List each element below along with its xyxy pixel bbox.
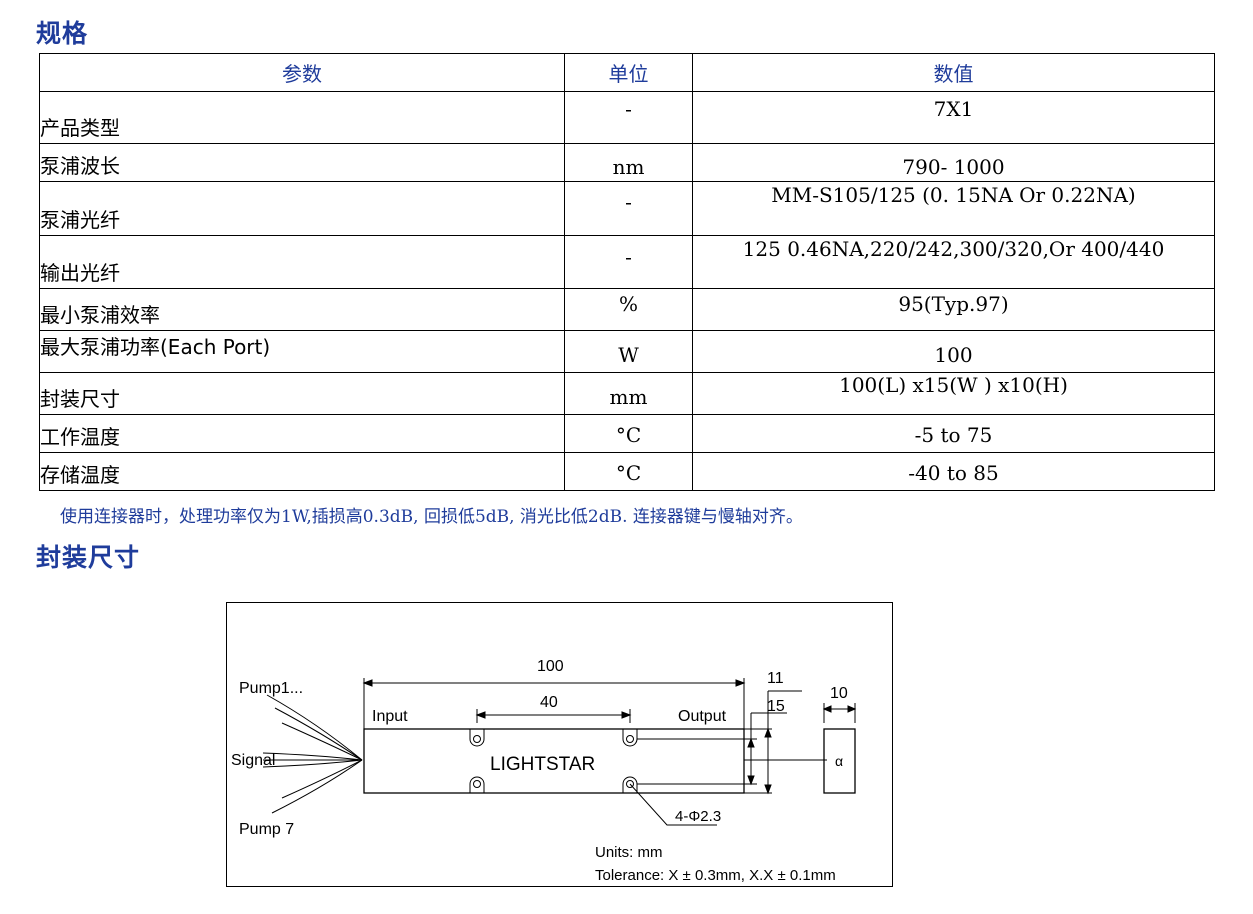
unit-text: - [625, 190, 632, 214]
param-text: 泵浦波长 [40, 154, 121, 178]
param-text: 最小泵浦效率 [40, 303, 161, 327]
value-text: 125 0.46NA,220/242,300/320,Or 400/440 [742, 237, 1165, 261]
param-text: 最大泵浦功率(Each Port) [40, 335, 271, 359]
param-cell: 最小泵浦效率 [39, 288, 565, 331]
param-cell: 输出光纤 [39, 235, 565, 289]
pump-bottom-label: Pump 7 [239, 821, 294, 838]
table-row: 泵浦波长 nm 790- 1000 [39, 143, 1215, 182]
unit-text: - [625, 97, 632, 121]
table-row: 输出光纤 - 125 0.46NA,220/242,300/320,Or 400… [39, 235, 1215, 289]
param-cell: 最大泵浦功率(Each Port) [39, 330, 565, 373]
value-cell: 95(Typ.97) [692, 288, 1215, 331]
unit-text: nm [612, 155, 645, 179]
dimension-section-title: 封装尺寸 [36, 543, 141, 572]
package-dimension-drawing: Pump1... Signal Pump 7 Input Output LIGH… [226, 602, 893, 887]
param-text: 泵浦光纤 [40, 208, 121, 232]
unit-text: - [625, 245, 632, 269]
brand-label: LIGHTSTAR [490, 754, 595, 775]
table-row: 存储温度 °C -40 to 85 [39, 452, 1215, 491]
value-text: 95(Typ.97) [898, 292, 1009, 316]
param-cell: 泵浦光纤 [39, 181, 565, 236]
dim-hole-spacing-lines [475, 709, 632, 723]
header-value: 数值 [692, 53, 1215, 92]
value-cell: 125 0.46NA,220/242,300/320,Or 400/440 [692, 235, 1215, 289]
table-row: 泵浦光纤 - MM-S105/125 (0. 15NA Or 0.22NA) [39, 181, 1215, 236]
pump-fibers [262, 694, 363, 814]
dim-10-label: 10 [830, 685, 848, 702]
unit-text: °C [615, 423, 642, 447]
input-label: Input [372, 708, 408, 725]
unit-cell: nm [564, 143, 693, 182]
side-mark-label: α [835, 753, 843, 769]
param-cell: 存储温度 [39, 452, 565, 491]
spec-table: 参数 单位 数值 产品类型 - 7X1 泵浦波长 nm 790- 1000 泵浦… [39, 53, 1215, 491]
mounting-holes [469, 729, 638, 793]
header-unit: 单位 [564, 53, 693, 92]
param-text: 存储温度 [40, 463, 121, 487]
value-cell: -40 to 85 [692, 452, 1215, 491]
unit-cell: - [564, 181, 693, 236]
unit-text: mm [609, 385, 648, 409]
value-text: 100 [934, 343, 973, 367]
dim-length-lines [362, 678, 746, 729]
table-row: 工作温度 °C -5 to 75 [39, 414, 1215, 453]
hole-leader-line [629, 783, 717, 826]
table-header-row: 参数 单位 数值 [39, 53, 1215, 92]
param-text: 封装尺寸 [40, 387, 121, 411]
value-text: -40 to 85 [908, 461, 999, 485]
unit-cell: % [564, 288, 693, 331]
value-text: 7X1 [933, 97, 974, 121]
value-cell: 100 [692, 330, 1215, 373]
param-cell: 泵浦波长 [39, 143, 565, 182]
dim-hole-spacing-label: 40 [540, 694, 558, 711]
dim-height-lines [637, 690, 802, 795]
unit-cell: mm [564, 372, 693, 415]
table-row: 最小泵浦效率 % 95(Typ.97) [39, 288, 1215, 331]
dim-width-lines [822, 703, 857, 723]
param-cell: 工作温度 [39, 414, 565, 453]
param-text: 产品类型 [40, 116, 121, 140]
unit-text: % [618, 292, 638, 316]
unit-cell: °C [564, 452, 693, 491]
value-text: -5 to 75 [914, 423, 993, 447]
dim-11-label: 11 [767, 670, 784, 687]
table-row: 最大泵浦功率(Each Port) W 100 [39, 330, 1215, 373]
spec-section-title: 规格 [36, 19, 89, 48]
dim-15-label: 15 [767, 698, 785, 715]
unit-cell: °C [564, 414, 693, 453]
unit-text: °C [615, 461, 642, 485]
signal-label: Signal [231, 752, 275, 769]
param-text: 工作温度 [40, 425, 121, 449]
table-row: 封装尺寸 mm 100(L) x15(W ) x10(H) [39, 372, 1215, 415]
dim-length-label: 100 [537, 658, 564, 675]
param-text: 输出光纤 [40, 261, 121, 285]
value-cell: -5 to 75 [692, 414, 1215, 453]
dimension-svg: Pump1... Signal Pump 7 Input Output LIGH… [231, 658, 857, 884]
hole-note-label: 4-Φ2.3 [675, 808, 721, 825]
value-cell: MM-S105/125 (0. 15NA Or 0.22NA) [692, 181, 1215, 236]
value-cell: 100(L) x15(W ) x10(H) [692, 372, 1215, 415]
unit-text: W [618, 343, 639, 367]
value-text: MM-S105/125 (0. 15NA Or 0.22NA) [771, 183, 1136, 207]
value-text: 100(L) x15(W ) x10(H) [839, 373, 1068, 398]
param-cell: 产品类型 [39, 91, 565, 144]
unit-cell: - [564, 235, 693, 289]
tolerance-label: Tolerance: X ± 0.3mm, X.X ± 0.1mm [595, 867, 836, 884]
value-cell: 790- 1000 [692, 143, 1215, 182]
connector-note: 使用连接器时，处理功率仅为1W,插损高0.3dB, 回损低5dB, 消光比低2d… [60, 507, 803, 527]
side-view-body [823, 728, 856, 794]
output-label: Output [678, 708, 727, 725]
units-label: Units: mm [595, 844, 663, 861]
unit-cell: W [564, 330, 693, 373]
value-text: 790- 1000 [902, 155, 1005, 179]
table-row: 产品类型 - 7X1 [39, 91, 1215, 144]
housing-body [363, 728, 745, 794]
header-param: 参数 [39, 53, 565, 92]
value-cell: 7X1 [692, 91, 1215, 144]
param-cell: 封装尺寸 [39, 372, 565, 415]
pump-top-label: Pump1... [239, 680, 303, 697]
unit-cell: - [564, 91, 693, 144]
